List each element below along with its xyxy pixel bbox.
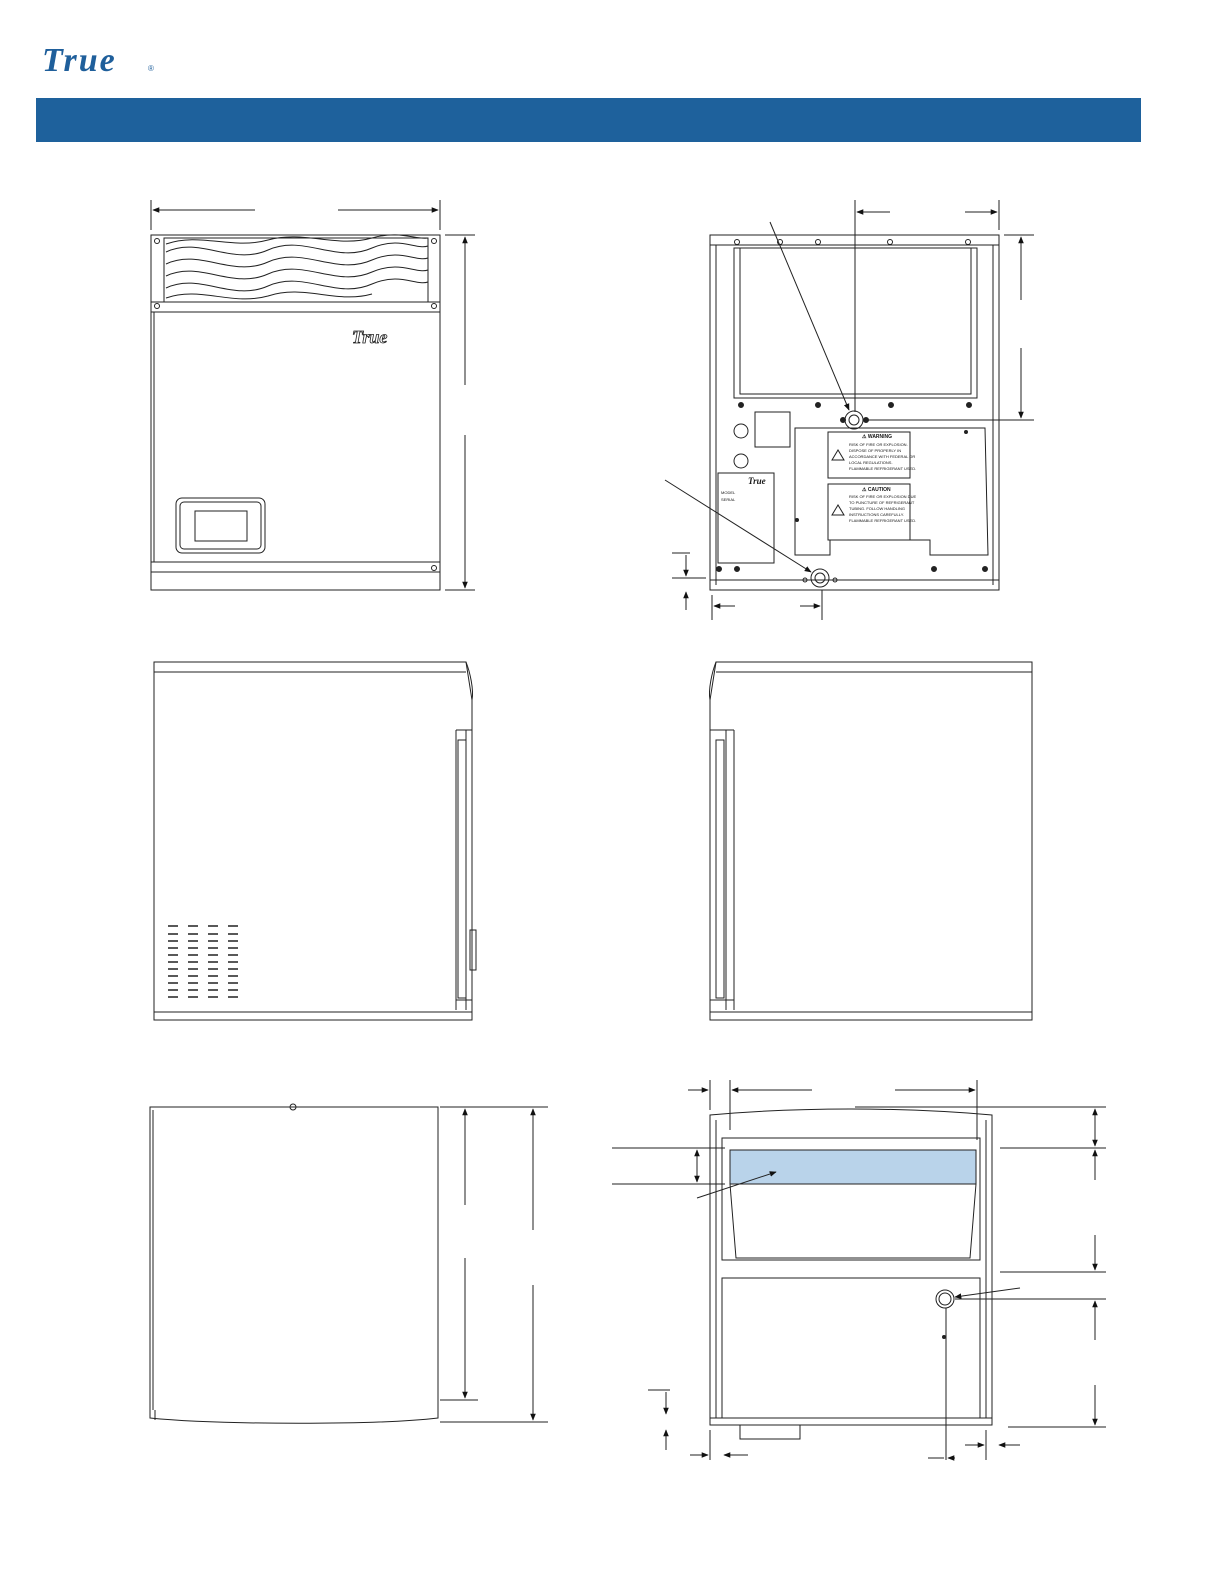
logo-wordmark: True [42,42,117,79]
serial-plate: True MODEL SERIAL [721,476,766,502]
svg-text:FLAMMABLE REFRIGERANT USED.: FLAMMABLE REFRIGERANT USED. [849,466,916,471]
bottom-view [612,1080,1106,1461]
svg-text:⚠ WARNING: ⚠ WARNING [862,434,892,440]
left-side-view [153,661,477,1021]
svg-text:⚠ CAUTION: ⚠ CAUTION [862,487,891,493]
registered-mark: ® [148,64,154,73]
svg-text:RISK OF FIRE OR EXPLOSION DUE: RISK OF FIRE OR EXPLOSION DUE [849,494,916,499]
warning-label: ⚠ WARNING RISK OF FIRE OR EXPLOSION. DIS… [849,434,916,471]
top-view [149,1103,548,1424]
title-banner [36,98,1141,142]
svg-text:FLAMMABLE REFRIGERANT USED.: FLAMMABLE REFRIGERANT USED. [849,518,916,523]
svg-text:True: True [748,476,766,486]
svg-text:SERIAL: SERIAL [721,497,736,502]
svg-text:ACCORDANCE WITH FEDERAL OR: ACCORDANCE WITH FEDERAL OR [849,454,915,459]
front-badge-logo: True [352,327,387,347]
true-logo: True ® [42,42,162,82]
front-view [150,200,475,591]
svg-text:RISK OF FIRE OR EXPLOSION.: RISK OF FIRE OR EXPLOSION. [849,442,908,447]
svg-text:DISPOSE OF PROPERLY IN: DISPOSE OF PROPERLY IN [849,448,901,453]
svg-text:TO PUNCTURE OF REFRIGERANT: TO PUNCTURE OF REFRIGERANT [849,500,915,505]
svg-text:LOCAL REGULATIONS.: LOCAL REGULATIONS. [849,460,893,465]
rear-view [664,200,1034,620]
svg-text:MODEL: MODEL [721,490,736,495]
right-side-view [709,661,1033,1021]
caution-label: ⚠ CAUTION RISK OF FIRE OR EXPLOSION DUE … [849,487,916,523]
svg-text:INSTRUCTIONS CAREFULLY.: INSTRUCTIONS CAREFULLY. [849,512,904,517]
svg-text:TUBING. FOLLOW HANDLING: TUBING. FOLLOW HANDLING [849,506,905,511]
